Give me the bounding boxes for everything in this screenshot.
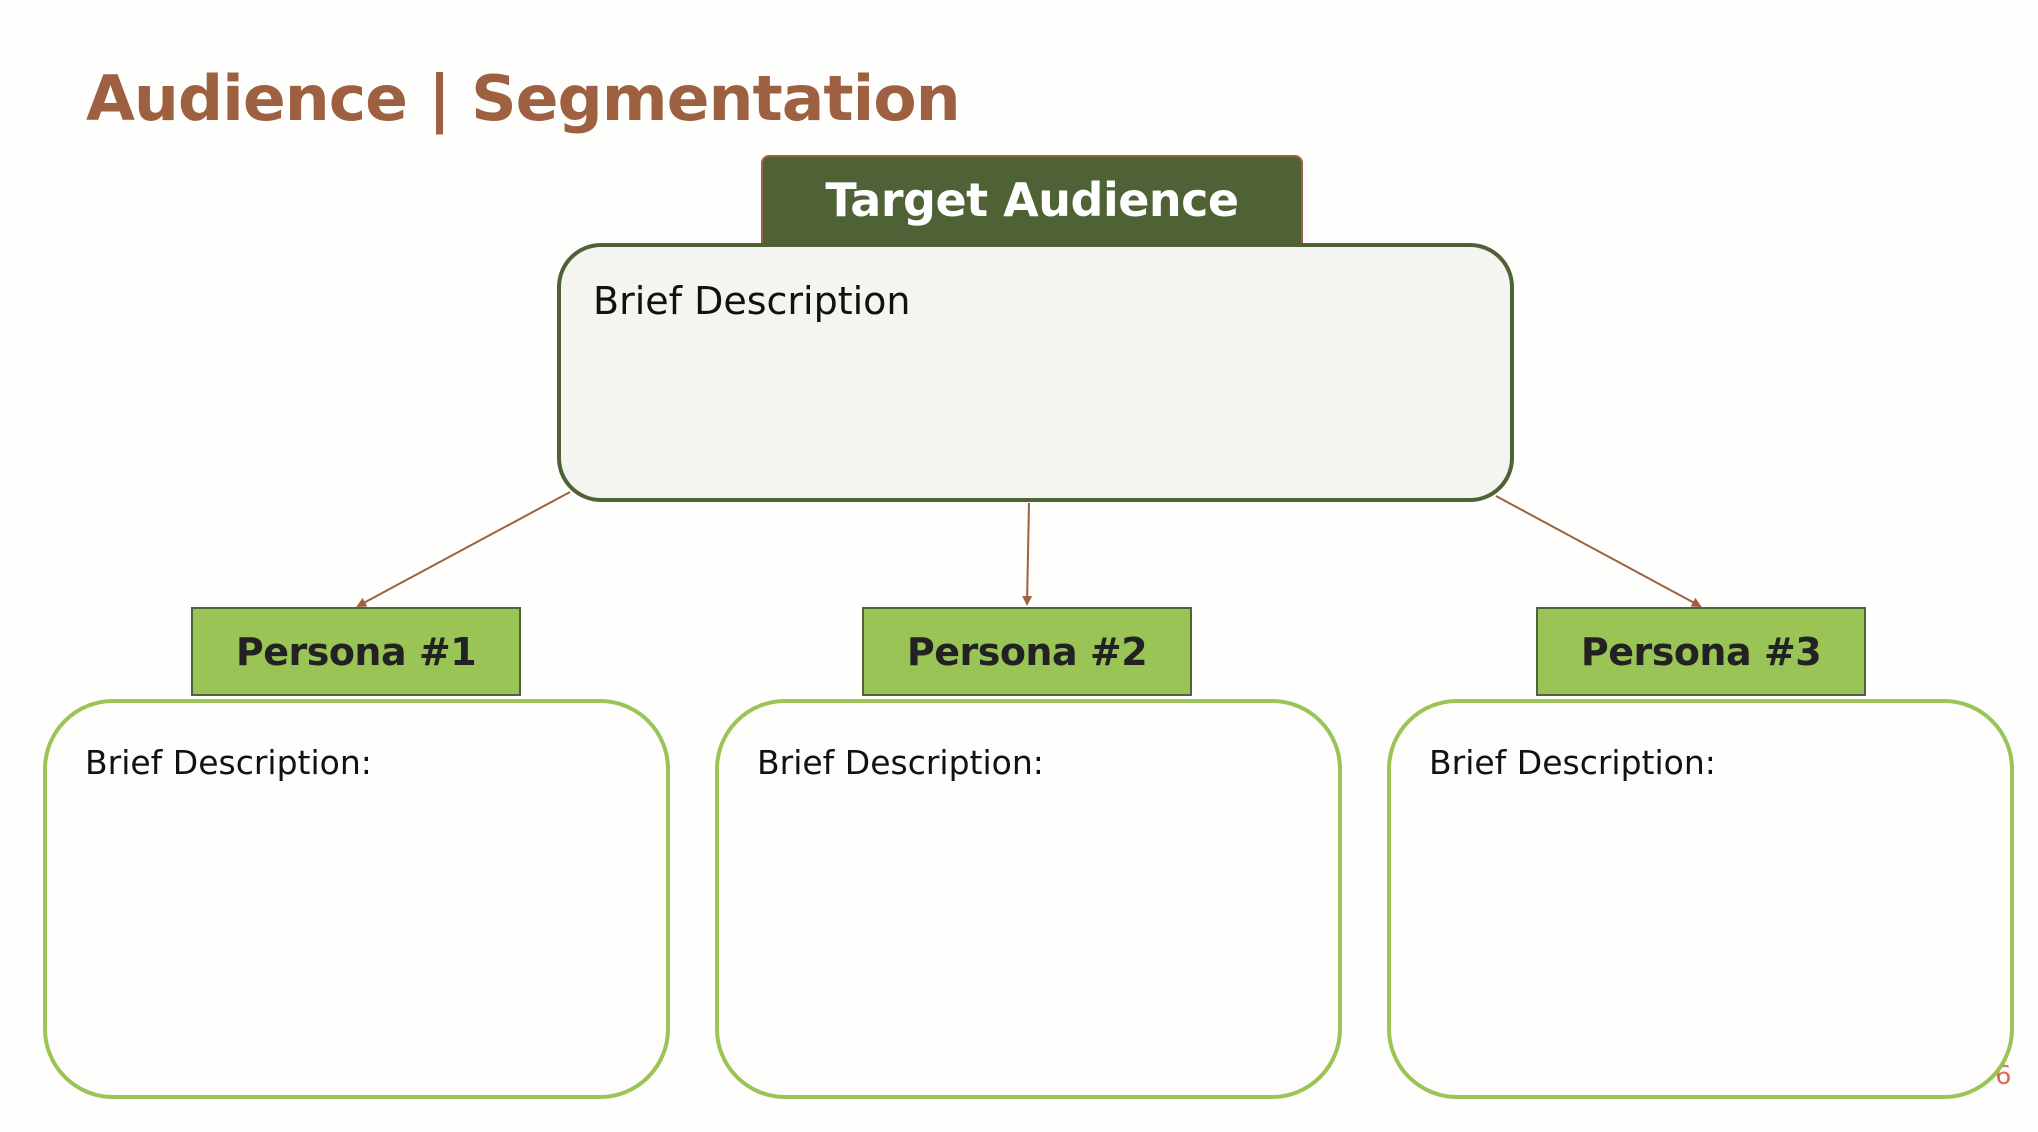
target-audience-box[interactable]: Brief Description: [557, 243, 1514, 502]
persona-3-label: Persona #3: [1580, 629, 1822, 674]
persona-2-label: Persona #2: [906, 629, 1148, 674]
slide-title: Audience | Segmentation: [86, 62, 961, 135]
persona-3-description: Brief Description:: [1429, 743, 1716, 782]
arrow-to-persona-3: [1495, 495, 1702, 607]
persona-2-box[interactable]: Brief Description:: [715, 699, 1342, 1099]
target-audience-header: Target Audience: [761, 155, 1303, 243]
persona-2-header: Persona #2: [862, 607, 1192, 696]
target-description: Brief Description: [593, 279, 911, 323]
persona-3-header: Persona #3: [1536, 607, 1866, 696]
persona-1-header: Persona #1: [191, 607, 521, 696]
arrow-to-persona-1: [356, 491, 571, 607]
persona-2-description: Brief Description:: [757, 743, 1044, 782]
arrow-to-persona-2: [1022, 502, 1033, 606]
persona-1-label: Persona #1: [235, 629, 477, 674]
persona-1-box[interactable]: Brief Description:: [43, 699, 670, 1099]
target-audience-label: Target Audience: [825, 173, 1239, 227]
persona-1-description: Brief Description:: [85, 743, 372, 782]
persona-3-box[interactable]: Brief Description:: [1387, 699, 2014, 1099]
